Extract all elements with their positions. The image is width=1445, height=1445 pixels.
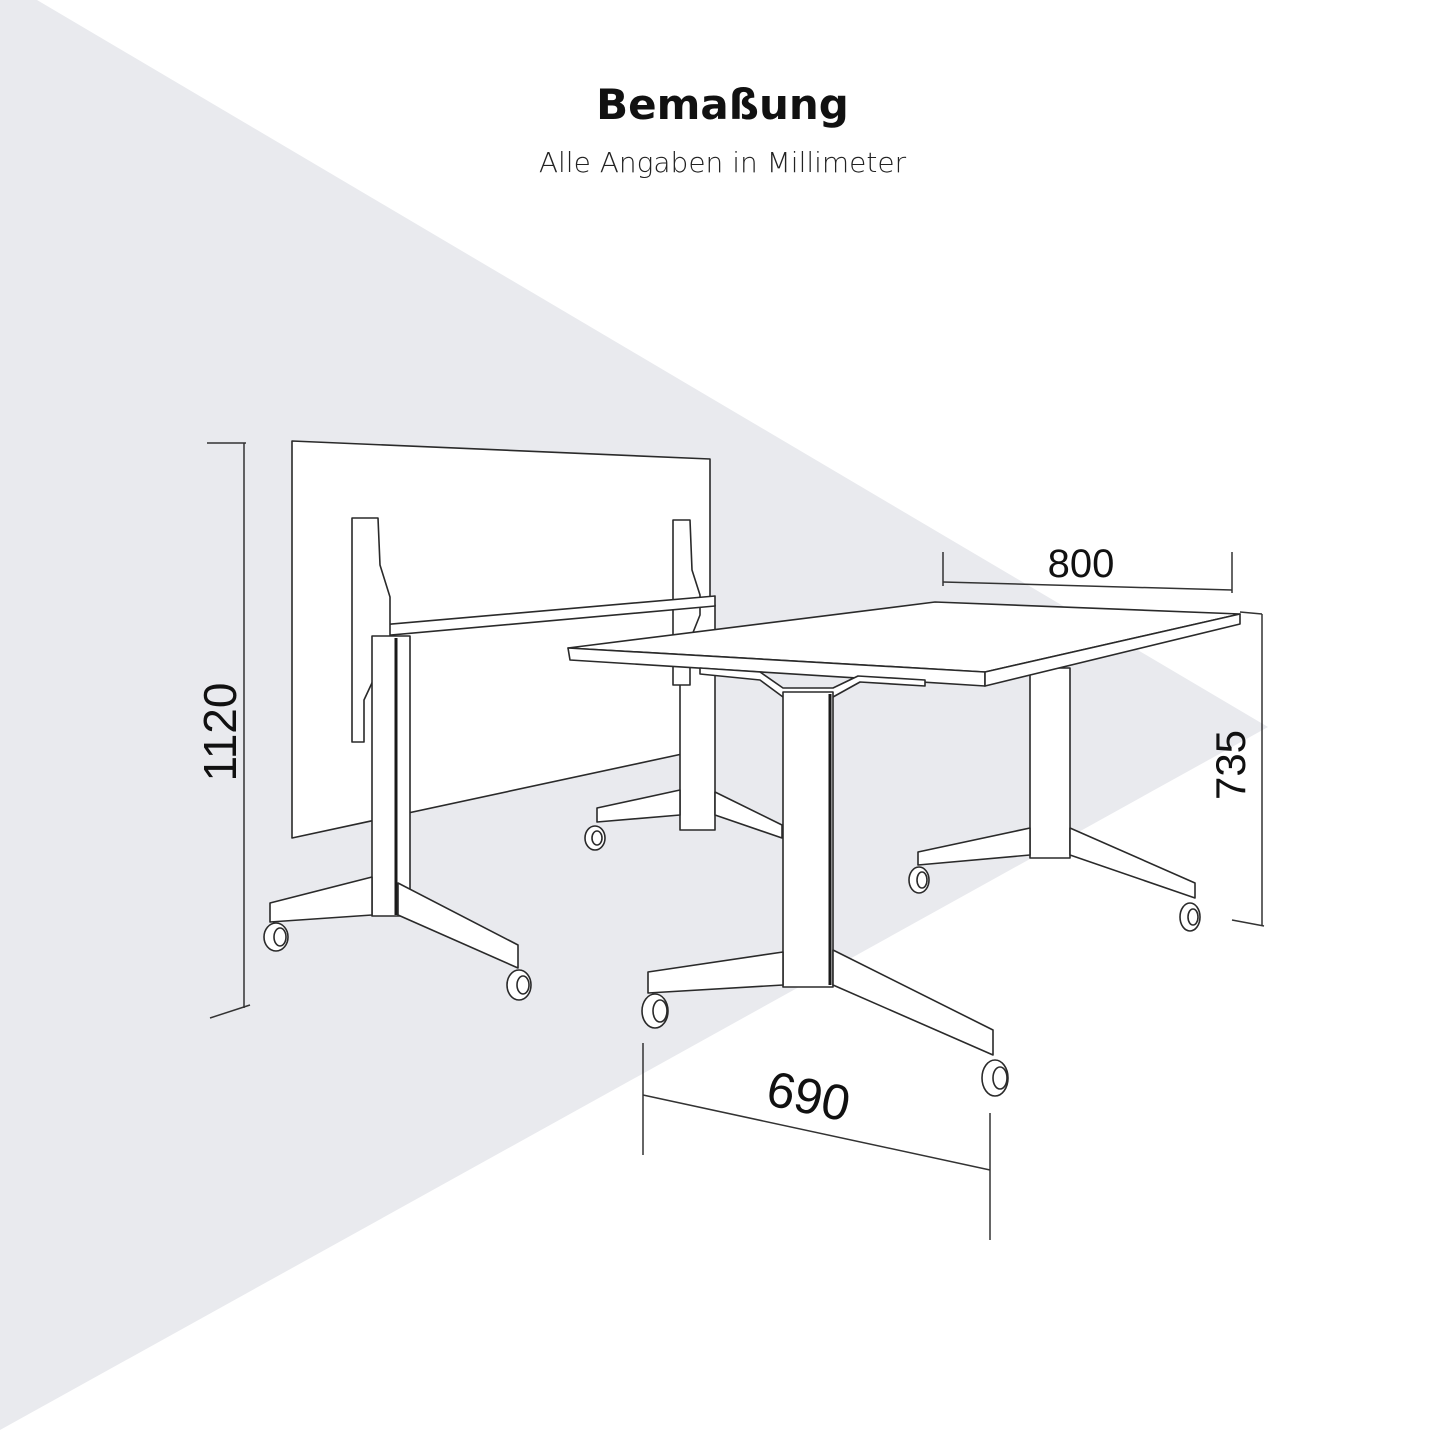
dimension-label-800: 800 <box>1048 542 1115 586</box>
folded-front-foot-right <box>397 882 519 969</box>
caster <box>908 866 930 894</box>
caster <box>263 922 289 952</box>
dimension-690: 690 <box>642 1043 991 1240</box>
caster <box>981 1059 1009 1097</box>
caster <box>584 825 606 851</box>
dimension-label-690: 690 <box>762 1060 855 1132</box>
folded-back-foot-right <box>714 791 783 839</box>
caster <box>1179 902 1201 932</box>
folded-table <box>263 440 783 1001</box>
open-table <box>567 601 1241 1097</box>
folded-back-foot-left <box>596 789 681 823</box>
table-back-foot-left <box>917 827 1031 866</box>
tabletop-side-edge <box>984 613 1241 687</box>
table-back-right-post <box>1029 667 1071 859</box>
table-back-foot-right <box>1069 827 1196 899</box>
dimension-label-1120: 1120 <box>194 683 246 782</box>
table-front-post <box>782 691 834 988</box>
caster <box>641 993 669 1029</box>
dimension-1120: 1120 <box>194 442 251 1019</box>
table-front-foot-left <box>647 951 784 994</box>
table-front-foot-right <box>832 949 994 1056</box>
folded-front-post <box>371 635 411 917</box>
caster <box>506 969 532 1001</box>
page-title: Bemaßung <box>596 80 849 129</box>
dimension-735: 735 <box>1207 611 1265 927</box>
page-subtitle: Alle Angaben in Millimeter <box>538 146 907 179</box>
table-top-bracket <box>699 667 926 698</box>
dimension-label-735: 735 <box>1207 730 1254 800</box>
dimension-800: 800 <box>942 542 1233 593</box>
folded-front-foot-left <box>269 876 373 923</box>
